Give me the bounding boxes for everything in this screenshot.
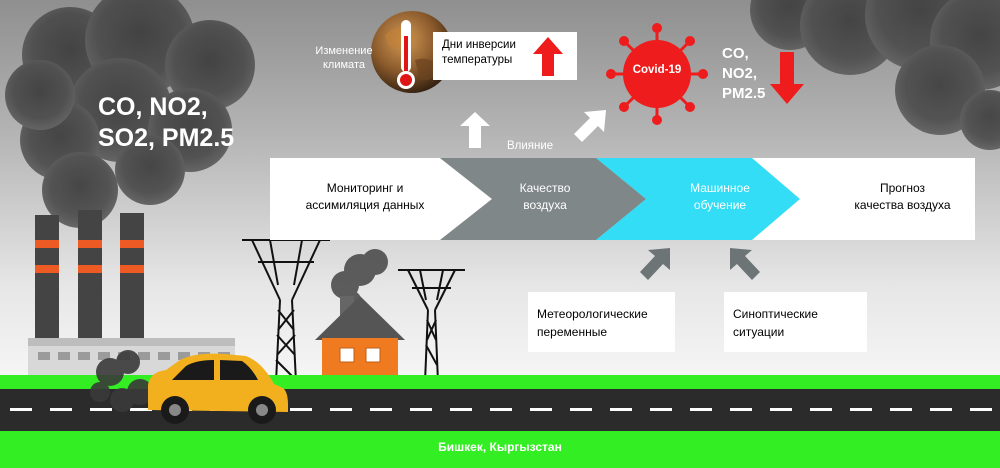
power-pylon-icon-2 bbox=[398, 269, 465, 383]
step-label-forecast: Прогноз качества воздуха bbox=[854, 181, 951, 212]
step-label-ml: Машинное обучение bbox=[690, 181, 750, 212]
input-box-synoptic bbox=[724, 292, 867, 352]
influence-arrow-diagonal-icon bbox=[574, 110, 606, 142]
car-icon bbox=[148, 353, 288, 424]
input-arrow-synoptic-icon bbox=[730, 248, 760, 280]
climate-change-label: Изменение климата bbox=[315, 45, 373, 71]
step-label-monitoring: Мониторинг и ассимиляция данных bbox=[305, 181, 425, 212]
step-chevron-air-quality bbox=[440, 158, 646, 240]
step-label-air-quality: Качество воздуха bbox=[519, 181, 571, 212]
up-arrow-red-icon bbox=[533, 37, 563, 76]
grass-strip-bottom bbox=[0, 431, 1000, 468]
step-chevron-ml bbox=[596, 158, 800, 240]
smoke-cloud-top-left bbox=[5, 0, 255, 228]
input-arrow-meteo-icon bbox=[640, 248, 670, 280]
exhaust-smoke bbox=[90, 350, 153, 412]
power-pylon-icon bbox=[242, 239, 330, 383]
factory-pollutants-label: CO, NO2, SO2, PM2.5 bbox=[98, 93, 235, 152]
smoke-cloud-small bbox=[331, 249, 388, 309]
inversion-days-label: Дни инверсии температуры bbox=[442, 39, 516, 66]
step-chevron-monitoring bbox=[270, 158, 492, 240]
house-icon bbox=[315, 296, 405, 382]
input-label-meteo: Метеорологические переменные bbox=[537, 307, 648, 339]
smoke-cloud-top-right bbox=[750, 0, 1000, 150]
input-box-meteo bbox=[528, 292, 675, 352]
input-label-synoptic: Синоптические ситуации bbox=[733, 307, 818, 339]
covid-label: Covid-19 bbox=[632, 64, 682, 76]
covid-pollutants-label: CO, NO2, PM2.5 bbox=[722, 45, 766, 102]
step-chevron-forecast bbox=[752, 158, 975, 240]
influence-label: Влияние bbox=[507, 140, 554, 152]
location-label: Бишкек, Кыргызстан bbox=[438, 440, 562, 454]
coronavirus-icon bbox=[606, 23, 708, 125]
down-arrow-red-icon bbox=[770, 52, 804, 104]
influence-arrow-up-icon bbox=[460, 112, 490, 148]
